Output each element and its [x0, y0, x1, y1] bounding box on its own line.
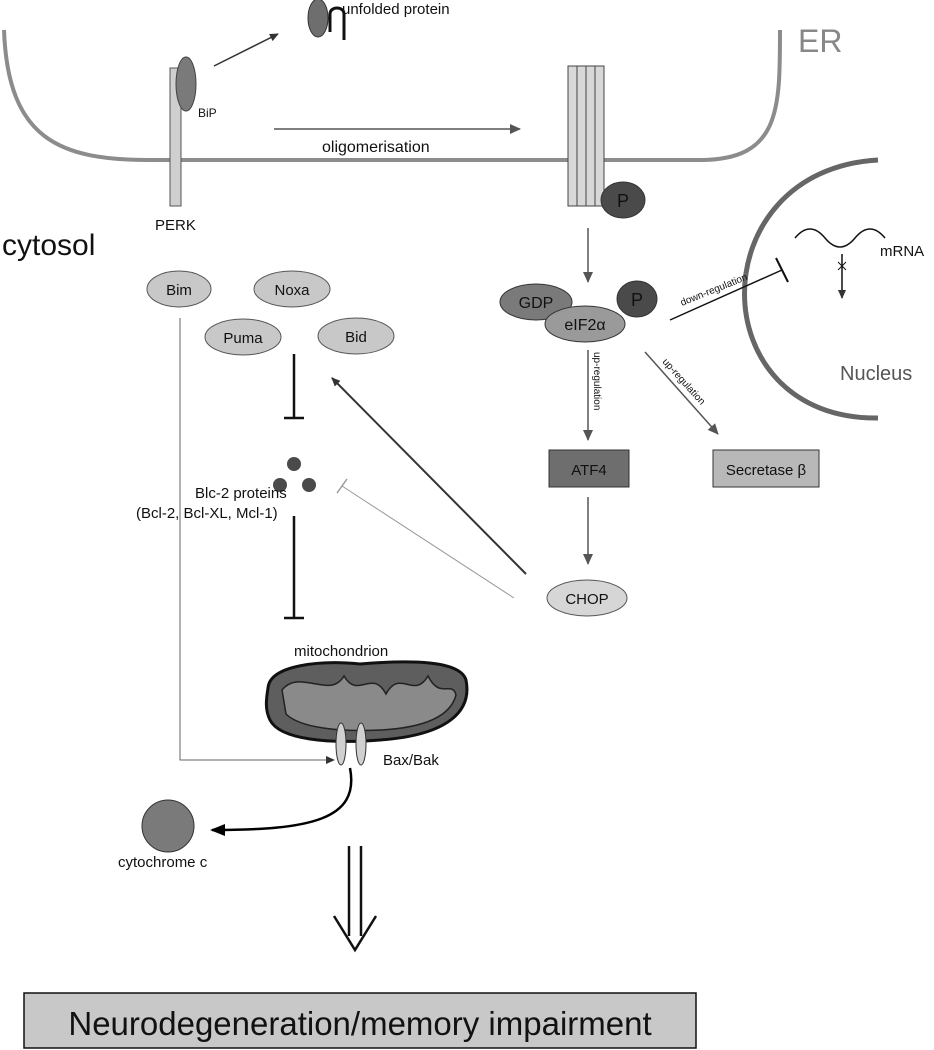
bcl2-label-line1: Blc-2 proteins	[195, 485, 287, 502]
outcome-arrow	[332, 846, 378, 953]
perk-receptor	[169, 67, 182, 207]
eif2-phosphate-label: P	[631, 290, 643, 310]
unfolded-protein-chain	[328, 6, 346, 40]
puma-label: Puma	[223, 330, 263, 347]
bax-pore	[335, 722, 347, 766]
mrna-strand	[794, 228, 886, 248]
noxa-oval	[253, 270, 331, 308]
chop-inhibits-bcl2-line	[341, 485, 515, 599]
bip-release-arrow	[213, 33, 279, 67]
mrna-label: mRNA	[880, 243, 924, 260]
unfolded-protein-label: unfolded protein	[342, 1, 450, 18]
bim-label: Bim	[166, 282, 192, 299]
bim-oval	[146, 270, 212, 308]
bcl2-dot-top	[287, 457, 301, 471]
chop-label: CHOP	[565, 591, 608, 608]
er-membrane	[2, 29, 782, 162]
cytochrome-release-arrow	[210, 767, 353, 836]
oligomerisation-label: oligomerisation	[322, 139, 430, 156]
eif2a-oval	[544, 305, 626, 343]
chop-oval	[546, 579, 628, 617]
bcl2-dot-right	[302, 478, 316, 492]
up-regulation-secretase-arrow	[644, 351, 719, 435]
cytosol-label: cytosol	[2, 229, 95, 262]
gdp-label: GDP	[519, 295, 554, 312]
bip-chaperone	[175, 56, 197, 112]
cytochrome-c-label: cytochrome c	[118, 854, 208, 871]
bim-to-baxbak-line	[179, 318, 335, 764]
cytochrome-c-icon	[141, 799, 195, 853]
bid-oval	[317, 317, 395, 355]
er-label: ER	[798, 23, 842, 59]
perk-phosphate-label: P	[617, 191, 629, 211]
mitochondrion-icon	[264, 660, 469, 743]
mitochondrion-label: mitochondrion	[294, 643, 388, 660]
atf4-box	[548, 449, 630, 488]
chop-to-bh3-arrow	[331, 377, 527, 575]
secretase-box	[712, 449, 820, 488]
outcome-box	[23, 992, 697, 1049]
bid-label: Bid	[345, 329, 367, 346]
up-regulation-atf4-label: up-regulation	[591, 352, 602, 410]
chop-inhibits-bcl2-bar	[336, 478, 348, 494]
outcome-label: Neurodegeneration/memory impairment	[68, 1005, 651, 1042]
bcl2-dot-left	[273, 478, 287, 492]
down-regulation-label: down-regulation	[679, 272, 749, 309]
bak-pore	[355, 722, 367, 766]
eif2a-label: eIF2α	[564, 317, 605, 334]
eif2-phosphate	[616, 280, 658, 318]
bip-label: BiP	[198, 106, 217, 120]
bcl2-label-line2: (Bcl-2, Bcl-XL, Mcl-1)	[136, 505, 278, 522]
perk-oligomer	[567, 65, 605, 207]
perk-label: PERK	[155, 217, 196, 234]
bax-bak-label: Bax/Bak	[383, 752, 439, 769]
noxa-label: Noxa	[274, 282, 310, 299]
down-regulation-bar	[775, 257, 789, 283]
unfolded-protein-icon	[307, 0, 329, 38]
secretase-label: Secretase β	[726, 462, 807, 479]
gdp-oval	[499, 283, 573, 321]
down-regulation-line	[669, 269, 783, 321]
nuclear-envelope	[742, 157, 879, 421]
translation-blocked-icon	[837, 261, 847, 271]
atf4-label: ATF4	[571, 462, 607, 479]
nucleus-label: Nucleus	[840, 363, 912, 385]
up-regulation-secretase-label: up-regulation	[660, 357, 707, 408]
puma-oval	[204, 318, 282, 356]
perk-phosphate	[600, 181, 646, 219]
